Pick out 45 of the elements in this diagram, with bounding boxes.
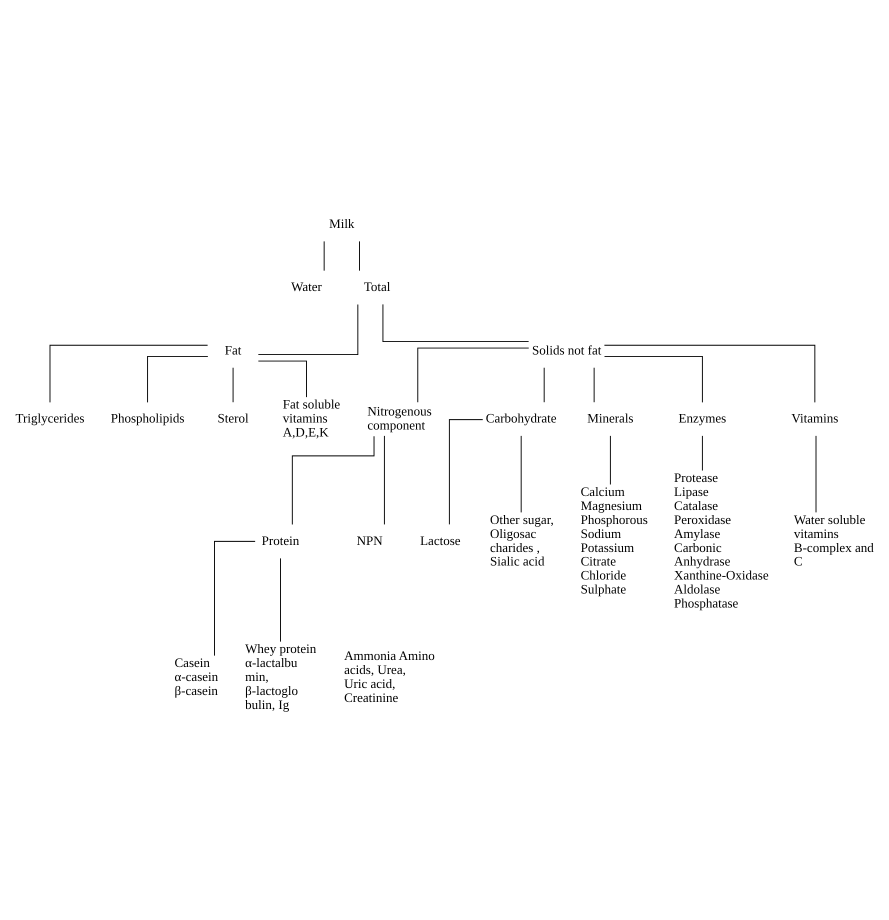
node-text: Nitrogenous component: [367, 403, 432, 432]
connector: [324, 240, 325, 271]
node-text: Triglycerides: [16, 410, 84, 426]
node-text: Casein α-casein β-casein: [174, 654, 218, 698]
connector: [232, 366, 234, 402]
connector: [544, 366, 545, 402]
node-text: Water: [291, 278, 322, 294]
node-text: Calcium Magnesium Phosphorous Sodium Potassium Citrate Chloride Sulphate: [580, 484, 648, 596]
connector: [417, 347, 530, 402]
node-text: Milk: [329, 215, 354, 230]
node-text: Whey protein α-lactalbu min, β-lactoglo bulin, Ig: [245, 640, 316, 712]
connector: [258, 304, 358, 355]
connector: [384, 434, 385, 524]
connector: [604, 355, 703, 402]
connector: [604, 344, 816, 402]
connector: [382, 303, 530, 342]
connector: [147, 355, 208, 402]
node-text: Fat soluble vitamins A,D,E,K: [282, 396, 340, 440]
node-text: Fat: [224, 342, 242, 357]
connector: [280, 557, 281, 642]
node-text: Phospholipids: [110, 410, 184, 426]
label: Ammonia Amino acids, Urea, Uric acid, Creatinine: [344, 648, 435, 704]
node-text: Water soluble vitamins B-complex and C: [794, 511, 874, 568]
connector: [214, 540, 256, 656]
connector: [448, 418, 484, 524]
node-text: Other sugar, Oligosac charides , Sialic acid: [490, 511, 554, 568]
node-text: NPN: [356, 532, 383, 548]
connector: [50, 344, 208, 402]
connector: [359, 240, 360, 271]
node-text: Vitamins: [791, 410, 838, 426]
connector: [702, 434, 703, 470]
node-text: Protein: [262, 532, 300, 548]
node-text: Sterol: [218, 410, 249, 426]
connector: [258, 360, 307, 398]
node-text: Minerals: [587, 410, 634, 426]
node-text: Lactose: [420, 532, 461, 548]
connector: [594, 366, 595, 402]
node-text: Total: [364, 278, 390, 294]
node-text: Solids not fat: [532, 342, 602, 357]
connector: [520, 434, 522, 512]
node-text: Carbohydrate: [486, 410, 557, 426]
connector: [610, 434, 611, 484]
node-text: Enzymes: [678, 410, 726, 426]
node-text: Protease Lipase Catalase Peroxidase Amylase Carbonic Anhydrase Xanthine-Oxidase Aldolase Phosphatase: [674, 470, 769, 610]
connector: [292, 435, 374, 524]
